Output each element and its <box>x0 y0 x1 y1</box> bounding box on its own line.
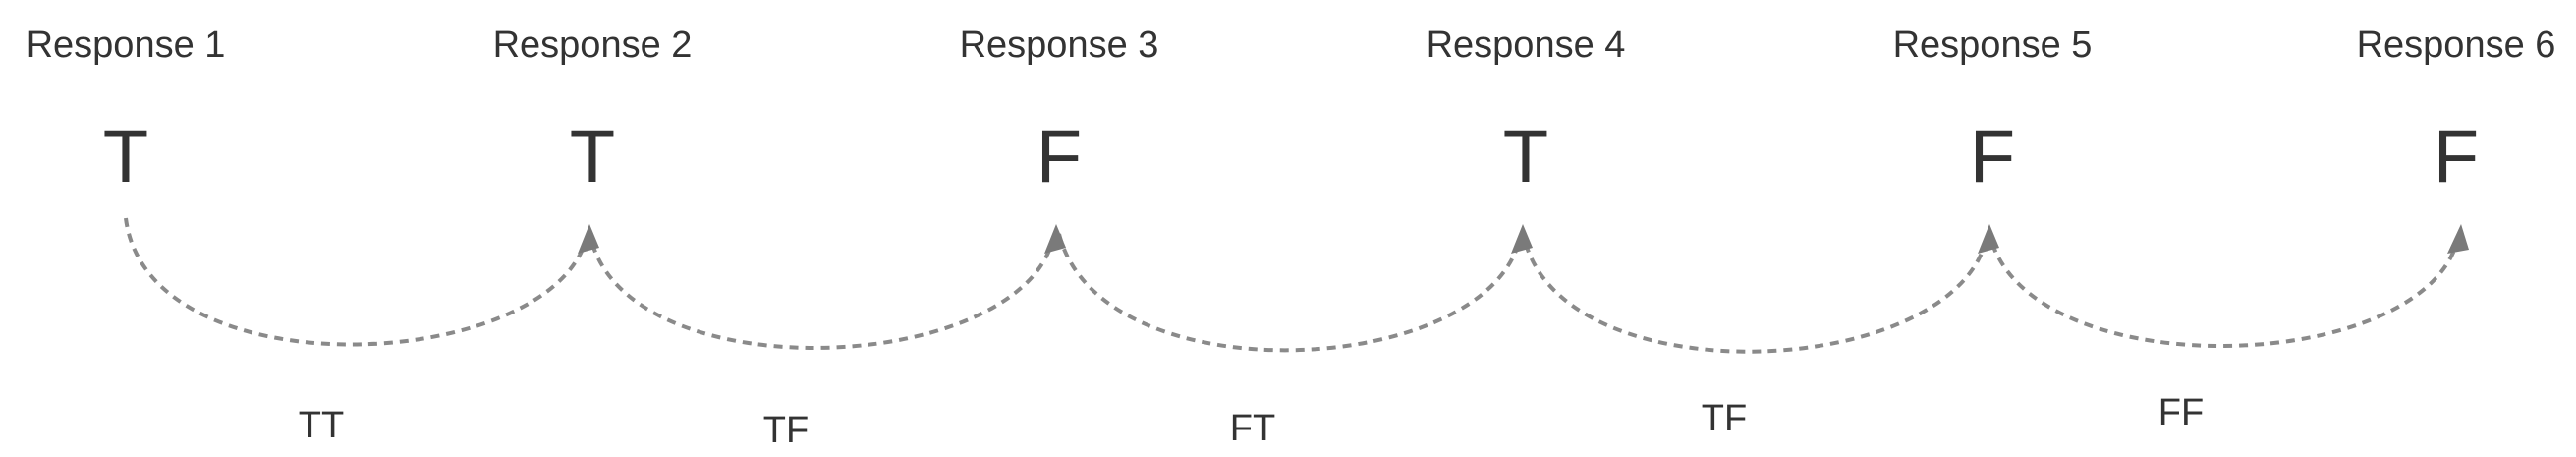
response-3-title: Response 3 <box>960 25 1159 66</box>
response-2-value: T <box>570 115 615 199</box>
arrowhead-4-icon <box>1511 224 1533 254</box>
transition-arc-4-5 <box>1524 237 1988 354</box>
arrowhead-2-icon <box>578 224 599 254</box>
response-6-value: F <box>2434 115 2479 199</box>
transition-label-1: TT <box>299 405 344 446</box>
transition-label-3: FT <box>1230 408 1275 449</box>
response-4-title: Response 4 <box>1427 25 1626 66</box>
transition-arc-5-6 <box>1990 237 2460 349</box>
arrowhead-6-icon <box>2447 224 2469 254</box>
transition-arc-1-2 <box>124 217 588 347</box>
transition-label-2: TF <box>763 410 809 451</box>
response-5-title: Response 5 <box>1893 25 2093 66</box>
transition-arc-2-3 <box>590 237 1055 350</box>
response-5-value: F <box>1970 115 2015 199</box>
transition-label-5: FF <box>2158 392 2204 433</box>
arrowhead-5-icon <box>1978 224 1999 254</box>
arrowhead-3-icon <box>1044 224 1066 254</box>
transition-label-4: TF <box>1702 398 1747 439</box>
response-3-value: F <box>1036 115 1082 199</box>
response-1-value: T <box>103 115 148 199</box>
response-1-title: Response 1 <box>27 25 226 66</box>
response-6-title: Response 6 <box>2357 25 2556 66</box>
transition-arc-3-4 <box>1057 233 1522 353</box>
response-4-value: T <box>1503 115 1548 199</box>
response-2-title: Response 2 <box>493 25 693 66</box>
